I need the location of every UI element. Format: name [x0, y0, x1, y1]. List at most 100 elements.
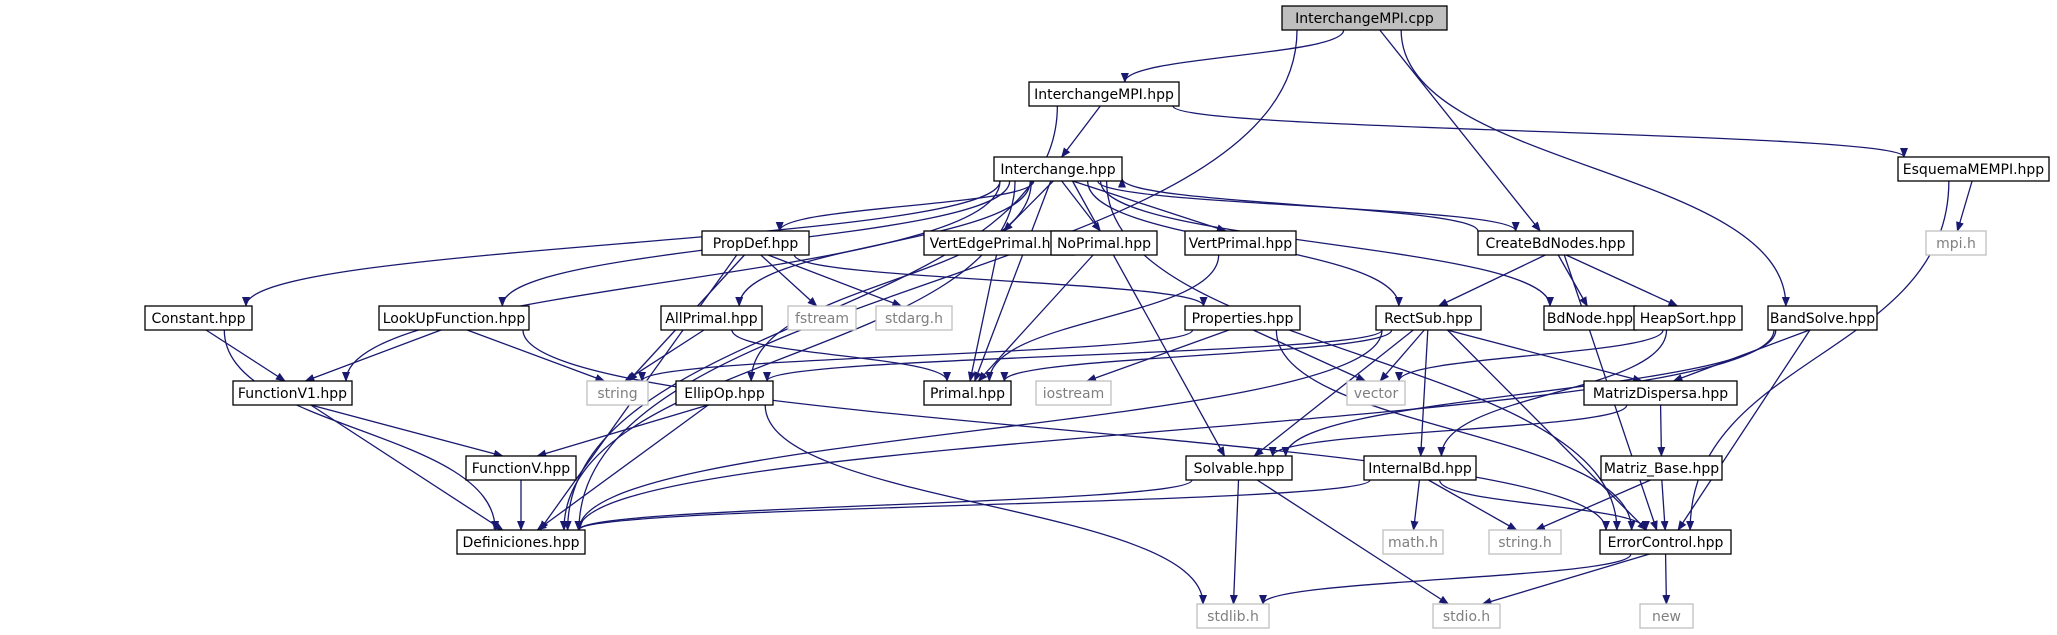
edge-rectsub-hpp-to-internalbd-hpp — [1417, 329, 1429, 457]
node-heapsort-hpp[interactable]: HeapSort.hpp — [1633, 305, 1743, 331]
edge-matriz-base-hpp-to-string-h — [1535, 479, 1651, 531]
edge-properties-hpp-to-vector — [1252, 329, 1367, 382]
node-label: new — [1652, 609, 1681, 625]
edge-constant-hpp-to-definiciones-hpp — [223, 329, 500, 531]
node-label: FunctionV.hpp — [472, 461, 571, 477]
node-bdnode-hpp[interactable]: BdNode.hpp — [1543, 305, 1637, 331]
node-createbdnodes-hpp[interactable]: CreateBdNodes.hpp — [1477, 230, 1634, 256]
node-box — [1432, 603, 1501, 629]
node-primal-hpp[interactable]: Primal.hpp — [923, 380, 1012, 406]
node-label: RectSub.hpp — [1384, 311, 1473, 327]
node-interchange-hpp[interactable]: Interchange.hpp — [993, 156, 1123, 182]
node-box — [787, 305, 857, 331]
node-label: VertEdgePrimal.hpp — [930, 236, 1069, 252]
node-label: stdio.h — [1443, 609, 1490, 625]
node-box — [1375, 305, 1482, 331]
node-ellipop-hpp[interactable]: EllipOp.hpp — [675, 380, 774, 406]
node-allprimal-hpp[interactable]: AllPrimal.hpp — [660, 305, 763, 331]
node-vector: vector — [1346, 380, 1406, 406]
node-box — [1050, 230, 1158, 256]
edge-interchangempi-cpp-to-definiciones-hpp — [575, 29, 1298, 531]
node-vertedgeprimal-hpp[interactable]: VertEdgePrimal.hpp — [923, 230, 1075, 256]
edge-propdef-hpp-to-stdarg-h — [767, 254, 903, 307]
edge-interchange-hpp-to-propdef-hpp — [775, 180, 1035, 232]
node-interchangempi-hpp[interactable]: InterchangeMPI.hpp — [1028, 81, 1180, 107]
node-rectsub-hpp[interactable]: RectSub.hpp — [1375, 305, 1482, 331]
node-vertprimal-hpp[interactable]: VertPrimal.hpp — [1184, 230, 1297, 256]
node-definiciones-hpp[interactable]: Definiciones.hpp — [456, 529, 586, 555]
edge-properties-hpp-to-string — [638, 329, 1194, 382]
node-matriz-base-hpp[interactable]: Matriz_Base.hpp — [1600, 455, 1723, 481]
edge-internalbd-hpp-to-definiciones-hpp — [575, 479, 1371, 531]
node-box — [1281, 5, 1448, 31]
edge-allprimal-hpp-to-string — [624, 329, 705, 382]
node-lookupfunction-hpp[interactable]: LookUpFunction.hpp — [378, 305, 530, 331]
node-label: FunctionV1.hpp — [238, 386, 347, 402]
node-label: Matriz_Base.hpp — [1604, 461, 1719, 477]
node-box — [1925, 230, 1987, 256]
node-esquemamempi-hpp[interactable]: EsquemaMEMPI.hpp — [1897, 156, 2050, 182]
node-box — [993, 156, 1123, 182]
node-box — [1185, 455, 1293, 481]
node-box — [586, 380, 649, 406]
node-label: CreateBdNodes.hpp — [1486, 236, 1626, 252]
edge-createbdnodes-hpp-to-heapsort-hpp — [1565, 254, 1679, 307]
edge-rectsub-hpp-to-solvable-hpp — [1253, 329, 1414, 457]
edge-functionv1-hpp-to-functionv-hpp — [310, 404, 504, 458]
node-new: new — [1639, 603, 1694, 629]
edge-interchange-hpp-to-ellipop-hpp — [747, 180, 1032, 382]
node-math-h: math.h — [1382, 529, 1444, 555]
node-label: EsquemaMEMPI.hpp — [1903, 162, 2045, 178]
edge-bandsolve-hpp-to-definiciones-hpp — [575, 329, 1775, 531]
node-box — [1488, 529, 1562, 555]
node-label: VertPrimal.hpp — [1189, 236, 1293, 252]
edge-interchange-hpp-to-vertprimal-hpp — [1072, 180, 1227, 233]
node-interchangempi-cpp[interactable]: InterchangeMPI.cpp — [1281, 5, 1448, 31]
edge-esquemamempi-hpp-to-mpi-h — [1956, 180, 1973, 232]
dependency-nodes: InterchangeMPI.cppInterchangeMPI.hppInte… — [144, 5, 2050, 629]
node-internalbd-hpp[interactable]: InternalBd.hpp — [1363, 455, 1477, 481]
node-propdef-hpp[interactable]: PropDef.hpp — [701, 230, 810, 256]
edge-functionv1-hpp-to-definiciones-hpp — [310, 404, 504, 531]
edge-propdef-hpp-to-properties-hpp — [793, 254, 1208, 307]
edge-solvable-hpp-to-definiciones-hpp — [574, 479, 1193, 531]
node-box — [701, 230, 810, 256]
node-box — [923, 380, 1012, 406]
node-solvable-hpp[interactable]: Solvable.hpp — [1185, 455, 1293, 481]
node-label: InternalBd.hpp — [1368, 461, 1472, 477]
node-box — [1184, 305, 1301, 331]
node-label: Definiciones.hpp — [462, 535, 579, 551]
edge-lookupfunction-hpp-to-string — [466, 329, 606, 382]
node-functionv-hpp[interactable]: FunctionV.hpp — [465, 455, 577, 481]
node-box — [1599, 529, 1732, 555]
edge-vertedgeprimal-hpp-to-primal-hpp — [967, 254, 998, 382]
edge-rectsub-hpp-to-ellipop-hpp — [763, 329, 1383, 382]
node-label: stdarg.h — [885, 311, 943, 327]
node-box — [875, 305, 953, 331]
node-label: Interchange.hpp — [1000, 162, 1115, 178]
node-errorcontrol-hpp[interactable]: ErrorControl.hpp — [1599, 529, 1732, 555]
node-label: HeapSort.hpp — [1640, 311, 1737, 327]
node-box — [1035, 380, 1112, 406]
node-bandsolve-hpp[interactable]: BandSolve.hpp — [1767, 305, 1878, 331]
node-label: Primal.hpp — [930, 386, 1005, 402]
node-label: AllPrimal.hpp — [665, 311, 758, 327]
node-constant-hpp[interactable]: Constant.hpp — [144, 305, 253, 331]
node-functionv1-hpp[interactable]: FunctionV1.hpp — [232, 380, 353, 406]
node-stdlib-h: stdlib.h — [1196, 603, 1270, 629]
edge-interchange-hpp-to-bdnode-hpp — [1099, 180, 1554, 307]
node-box — [378, 305, 530, 331]
node-properties-hpp[interactable]: Properties.hpp — [1184, 305, 1301, 331]
node-iostream: iostream — [1035, 380, 1112, 406]
node-box — [1196, 603, 1270, 629]
node-string-h: string.h — [1488, 529, 1562, 555]
node-matrizdispersa-hpp[interactable]: MatrizDispersa.hpp — [1583, 380, 1738, 406]
edge-lookupfunction-hpp-to-errorcontrol-hpp — [522, 329, 1610, 531]
node-box — [1028, 81, 1180, 107]
edge-matrizdispersa-hpp-to-matriz-base-hpp — [1657, 404, 1666, 457]
edge-allprimal-hpp-to-primal-hpp — [731, 329, 951, 382]
edge-rectsub-hpp-to-vector — [1379, 329, 1425, 382]
node-noprimal-hpp[interactable]: NoPrimal.hpp — [1050, 230, 1158, 256]
node-label: Constant.hpp — [151, 311, 245, 327]
node-label: MatrizDispersa.hpp — [1593, 386, 1728, 402]
